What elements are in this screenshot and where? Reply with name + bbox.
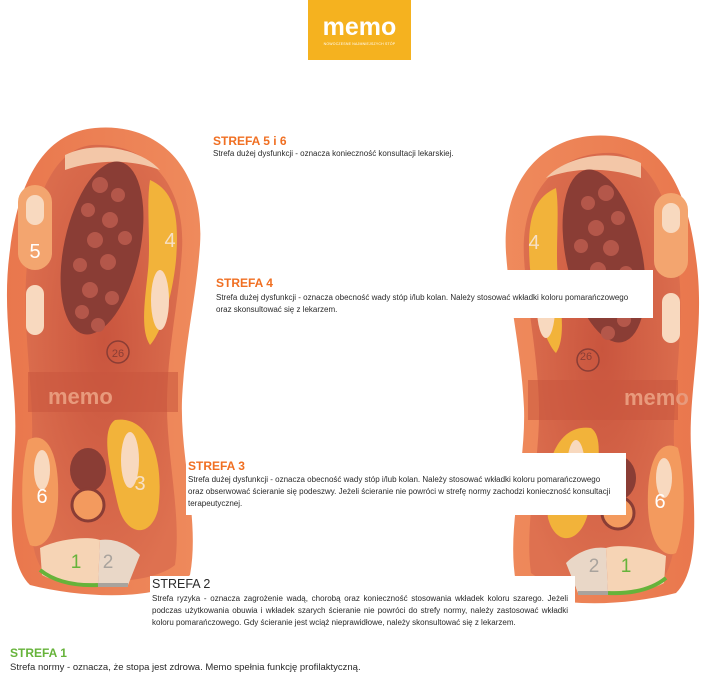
zone-number-4-left: 4 <box>164 230 175 252</box>
strefa3-text: Strefa dużej dysfunkcji - oznacza obecno… <box>188 475 611 508</box>
sole-imprint-left: memo <box>48 384 113 409</box>
strefa2-title: STREFA 2 <box>152 577 211 591</box>
strefa3-title: STREFA 3 <box>188 459 245 473</box>
zone-number-2-left: 2 <box>103 552 114 573</box>
strefa2-box <box>150 576 575 642</box>
strefa4-box <box>213 270 653 318</box>
memo-logo: memo NOWOCZESNE NAJMNIEJSZYCH STÓP <box>308 0 411 60</box>
zone-number-1-right: 1 <box>621 556 632 577</box>
sole-imprint-right: memo <box>624 385 689 410</box>
zone-number-2-right: 2 <box>589 556 600 577</box>
logo-tagline: NOWOCZESNE NAJMNIEJSZYCH STÓP <box>323 41 396 46</box>
strefa1-title: STREFA 1 <box>10 646 67 660</box>
strefa56-text: Strefa dużej dysfunkcji - oznacza koniec… <box>213 149 454 158</box>
strefa3-box <box>186 453 626 515</box>
size-label-left: 26 <box>112 348 124 360</box>
zone-number-6-left: 6 <box>36 486 47 508</box>
strefa2-text: Strefa ryzyka - oznacza zagrożenie wadą,… <box>152 594 568 627</box>
zone-number-3-left: 3 <box>134 473 145 495</box>
zone-number-6-right: 6 <box>654 491 665 513</box>
size-label-right: 26 <box>580 351 592 363</box>
strefa4-text: Strefa dużej dysfunkcji - oznacza obecno… <box>216 293 629 314</box>
zone-number-4-right: 4 <box>528 232 539 254</box>
logo-word: memo <box>322 12 397 41</box>
zone-number-5-left: 5 <box>29 241 40 263</box>
strefa56-title: STREFA 5 i 6 <box>213 134 287 148</box>
strefa1-text: Strefa normy - oznacza, że stopa jest zd… <box>10 662 361 673</box>
zone-number-1-left: 1 <box>71 552 82 573</box>
strefa4-title: STREFA 4 <box>216 276 273 290</box>
